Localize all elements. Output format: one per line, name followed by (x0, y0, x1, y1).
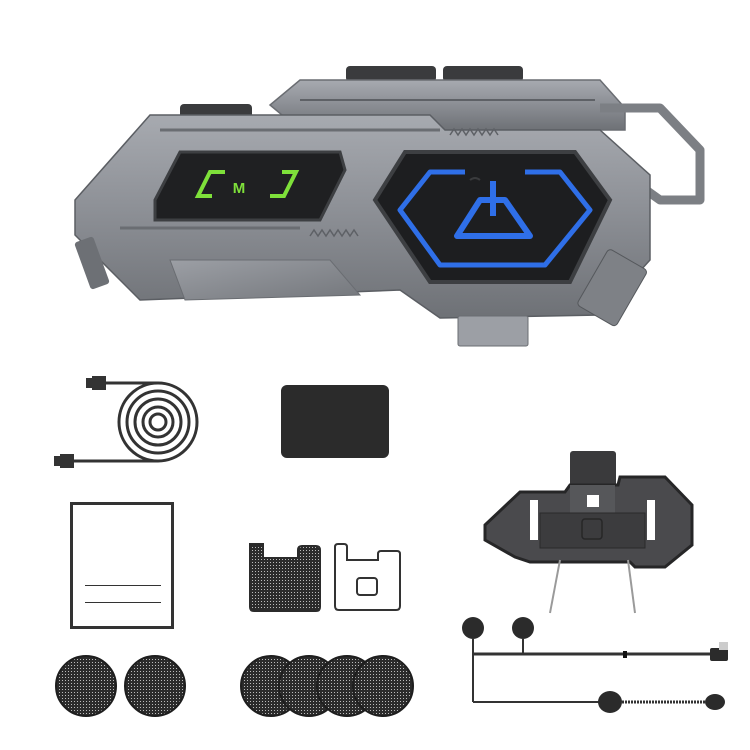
mode-button-label: M (232, 180, 246, 197)
mount-pads (245, 540, 405, 615)
headset-with-mic (455, 610, 740, 740)
usb-cable (50, 372, 200, 472)
helmet-clip-mount (470, 445, 695, 620)
power-button (372, 150, 613, 284)
boom-mic (705, 694, 725, 710)
top-button-2 (443, 66, 523, 82)
top-button-1 (346, 66, 436, 82)
manual-line-2 (85, 602, 161, 603)
velcro-pad (281, 385, 389, 458)
speaker-foams-pair (55, 655, 195, 720)
mic-foams-set (240, 655, 415, 720)
intercom-device (0, 0, 750, 360)
user-manual (70, 502, 174, 629)
mic-control (598, 691, 622, 713)
right-speaker (512, 617, 534, 639)
left-speaker (462, 617, 484, 639)
mode-button (153, 150, 347, 222)
manual-line-1 (85, 585, 161, 586)
